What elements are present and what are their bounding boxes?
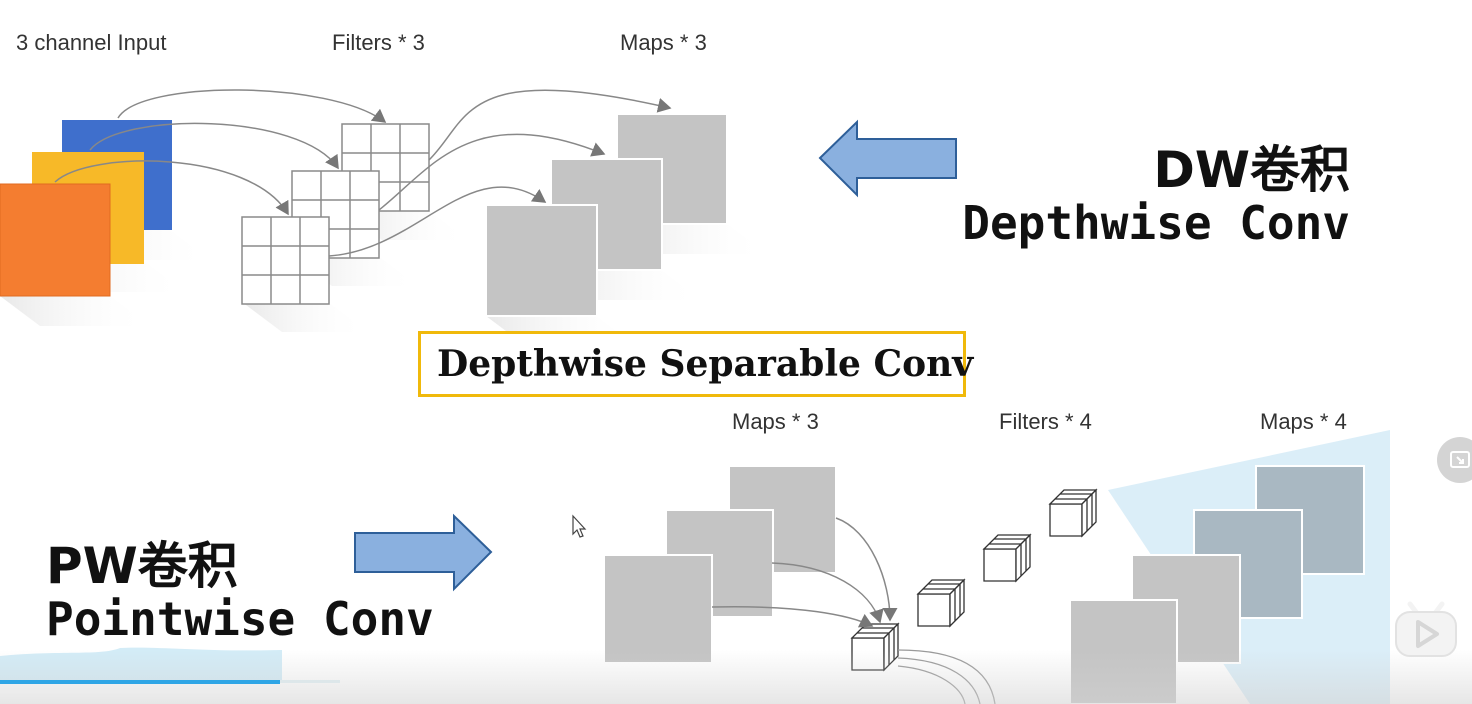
player-bottom-gradient	[0, 650, 1472, 704]
pw-filters-label: Filters * 4	[999, 409, 1092, 434]
input-channels	[0, 120, 210, 326]
dw-arrow	[818, 119, 957, 198]
play-icon	[1395, 601, 1457, 657]
dw-maps-label: Maps * 3	[620, 30, 707, 55]
pw-title: PW卷积	[46, 537, 238, 595]
pw-maps-out-label: Maps * 4	[1260, 409, 1347, 434]
dw-filters-label: Filters * 3	[332, 30, 425, 55]
exit-fullscreen-icon	[1450, 451, 1470, 468]
map-to-filter-arrows	[711, 517, 898, 628]
play-button[interactable]	[1392, 598, 1460, 660]
filter-to-map-arrows	[328, 89, 672, 257]
input-label: 3 channel Input	[16, 30, 167, 55]
progress-fill	[0, 680, 280, 684]
pw-input-maps	[603, 465, 837, 664]
pw-subtitle: Pointwise Conv	[46, 592, 434, 646]
pw-arrow	[354, 513, 493, 592]
pw-maps-label: Maps * 3	[732, 409, 819, 434]
depthwise-separable-conv-title: Depthwise Separable Conv	[437, 343, 974, 385]
exit-fullscreen-button[interactable]	[1437, 437, 1472, 483]
channel-orange	[0, 183, 111, 297]
pw-filters	[850, 488, 1098, 672]
input-to-filter-arrows	[54, 89, 387, 216]
dw-map-front	[485, 204, 598, 317]
dw-maps	[485, 113, 767, 346]
dw-subtitle: Depthwise Conv	[962, 196, 1350, 250]
dw-title: DW卷积	[1153, 141, 1350, 199]
depthwise-separable-conv-box: Depthwise Separable Conv	[418, 331, 973, 397]
mouse-cursor-icon	[572, 514, 587, 538]
dw-filters	[241, 123, 468, 332]
